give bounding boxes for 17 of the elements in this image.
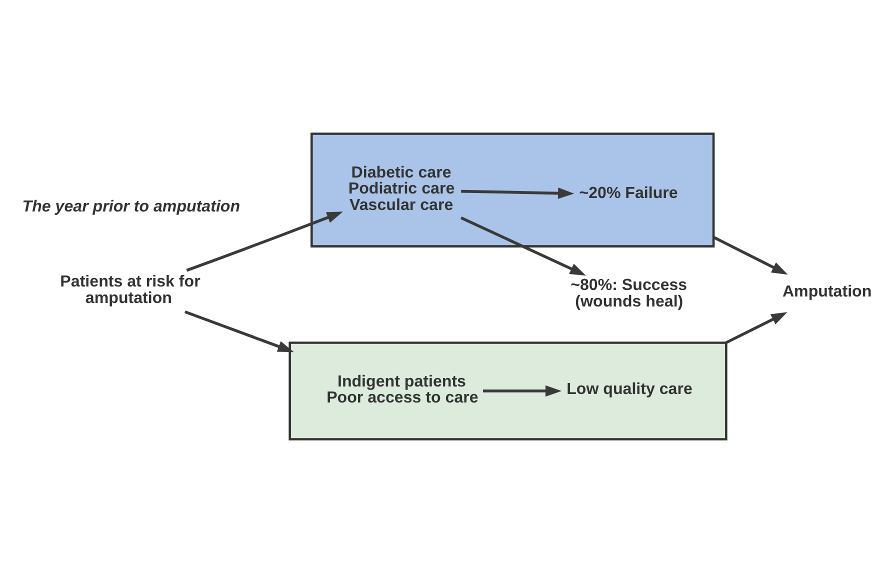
node-text: Diabetic care Podiatric care Vascular care (348, 164, 455, 214)
arrow (460, 216, 586, 276)
cluster (310, 132, 715, 248)
node-text: ~80%: Success (wounds heal) (570, 276, 688, 310)
node-text: Indigent patients Poor access to care (326, 372, 478, 407)
arrow (461, 188, 574, 199)
arrow (483, 385, 562, 397)
node-text: Patients at risk for amputation (60, 272, 200, 307)
node-text: Amputation (782, 282, 872, 300)
arrow (184, 310, 294, 352)
arrow (186, 212, 343, 272)
node-text: Low quality care (566, 380, 692, 398)
cluster (288, 342, 728, 440)
node-text: ~20% Failure (579, 184, 678, 202)
arrow (725, 312, 788, 344)
arrow (712, 236, 788, 275)
label: The year prior to amputation (22, 198, 240, 216)
